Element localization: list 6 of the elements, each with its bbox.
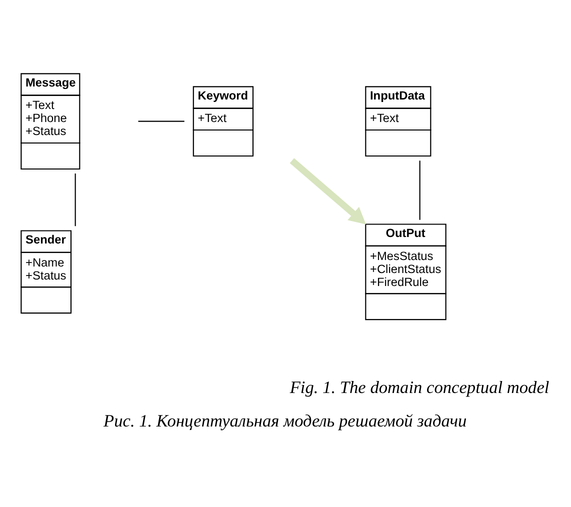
connector [74, 174, 76, 226]
caption: Рис. 1. Концептуальная модель решаемой задачи [104, 412, 467, 431]
connector [138, 120, 184, 122]
label: Fig. 1. The domain conceptual model [290, 378, 550, 398]
arrow [290, 158, 366, 224]
connector [419, 160, 420, 220]
